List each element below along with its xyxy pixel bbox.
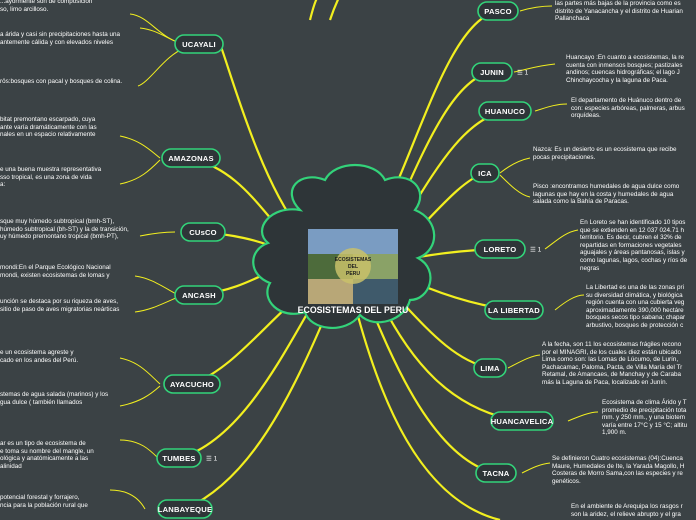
node-label: PASCO [484, 7, 511, 16]
left-nodes: UCAYALI AMAZONAS CUsCO ANCASH AYACUCHO TUMBES… [156, 34, 226, 519]
left-leaf-text-3[interactable]: rös:bosques con pacal y bosques de colin… [0, 78, 123, 85]
node-label: AYACUCHO [170, 380, 214, 389]
right-node-lima[interactable]: LIMA [473, 358, 507, 378]
right-leaf-text-6[interactable]: En Loreto se han identificado 10 tipos q… [580, 219, 688, 272]
node-label: HUANUCO [485, 107, 525, 116]
right-leaf-text-11[interactable]: En el ambiente de Arequipa los rasgos r … [571, 503, 683, 518]
node-shape [484, 300, 544, 320]
right-leaf-text-3[interactable]: El departamento de Huánuco dentro de con… [571, 97, 685, 120]
left-node-lanbayeque[interactable]: LANBAYEQUE [157, 499, 213, 519]
right-node-huanuco[interactable]: HUANUCO [478, 101, 532, 121]
left-node-ancash[interactable]: ANCASH [174, 285, 224, 305]
image-caption-line-2: DEL [348, 264, 358, 270]
right-node-pasco[interactable]: PASCO [477, 1, 519, 21]
node-shape [490, 411, 554, 431]
right-nodes: PASCO JUNIN ☰ 1 HUANUCO ICA LORETO ☰ 1 LA LIBER… [470, 1, 554, 483]
right-node-loreto[interactable]: LORETO ☰ 1 [474, 239, 542, 259]
right-node-ica[interactable]: ICA [470, 163, 500, 183]
left-leaf-text-5[interactable]: e una buena muestra representativa sso t… [0, 166, 102, 189]
left-leaf-text-9[interactable]: e un ecosistema agreste y cado en los an… [0, 349, 79, 364]
right-node-junin[interactable]: JUNIN ☰ 1 [471, 62, 529, 82]
node-label: JUNIN [480, 68, 504, 77]
right-leaf-text-10[interactable]: Se definieron Cuatro ecosistemas (04):Cu… [552, 455, 685, 485]
node-label: LIMA [480, 364, 500, 373]
node-label: ANCASH [182, 291, 216, 300]
central-title: ECOSISTEMAS DEL PERU [298, 305, 409, 315]
list-count-icon[interactable]: ☰ 1 [530, 247, 542, 254]
left-node-cusco[interactable]: CUsCO [180, 222, 226, 242]
list-count-icon[interactable]: ☰ 1 [206, 456, 218, 463]
right-node-tacna[interactable]: TACNA [475, 463, 517, 483]
node-label: HUANCAVELICA [491, 417, 554, 426]
left-leaf-text-10[interactable]: stemas de agua salada (marinos) y los gu… [0, 391, 109, 406]
node-label: TUMBES [162, 454, 195, 463]
node-shape [180, 222, 226, 242]
node-shape [174, 285, 224, 305]
left-leaf-text-1[interactable]: ...ayormente son de composición so, limo… [0, 0, 93, 13]
left-leaf-text-8[interactable]: unción se destaca por su riqueza de aves… [0, 298, 120, 313]
right-leaf-text-4[interactable]: Nazca: Es un desierto es un ecosistema q… [533, 146, 677, 161]
node-label: LA LIBERTAD [488, 306, 540, 315]
right-leaf-text-1[interactable]: las partes más bajas de la provincia com… [555, 0, 683, 23]
image-caption-line-1: ECOSISTEMAS [335, 257, 372, 263]
left-leaf-text-2[interactable]: a árida y casi sin precipitaciones hasta… [0, 31, 121, 46]
node-shape [478, 101, 532, 121]
node-shape [475, 463, 517, 483]
node-shape [157, 499, 213, 519]
left-leaf-text-4[interactable]: bitat premontano escarpado, cuya ante va… [0, 116, 97, 139]
node-label: TACNA [482, 469, 509, 478]
node-label: UCAYALI [182, 40, 216, 49]
left-node-amazonas[interactable]: AMAZONAS [161, 148, 221, 168]
right-leaf-text-8[interactable]: A la fecha, son 11 los ecosistemas frági… [542, 341, 683, 386]
left-node-tumbes[interactable]: TUMBES ☰ 1 [156, 448, 218, 468]
node-shape [471, 62, 513, 82]
left-leaf-text-7[interactable]: mondi:En el Parque Ecológico Nacional mo… [0, 264, 111, 279]
right-leaf-text-2[interactable]: Huancayo :En cuanto a ecosistemas, la re… [566, 54, 684, 84]
right-node-huancavelica[interactable]: HUANCAVELICA [490, 411, 554, 431]
node-label: CUsCO [189, 228, 217, 237]
image-caption-line-3: PERU [346, 271, 360, 277]
node-shape [156, 448, 202, 468]
left-leaf-text-12[interactable]: potencial forestal y forrajero, ncia par… [0, 494, 88, 509]
node-label: AMAZONAS [168, 154, 213, 163]
left-node-ayacucho[interactable]: AYACUCHO [163, 374, 221, 394]
right-node-la-libertad[interactable]: LA LIBERTAD [484, 300, 544, 320]
node-shape [174, 34, 224, 54]
right-leaf-text-7[interactable]: La Libertad es una de las zonas pri su d… [586, 284, 686, 329]
left-node-ucayali[interactable]: UCAYALI [174, 34, 224, 54]
central-image: ECOSISTEMAS DEL PERU [308, 229, 398, 304]
node-shape [474, 239, 526, 259]
node-label: LORETO [484, 245, 517, 254]
node-shape [161, 148, 221, 168]
right-leaf-text-5[interactable]: Pisco :encontramos humedales de agua dul… [533, 183, 680, 206]
left-leaf-text-6[interactable]: sque muy húmedo subtropical (bmh-ST), hú… [0, 218, 129, 241]
left-leaf-text-11[interactable]: ar es un tipo de ecosistema de e toma su… [0, 440, 94, 470]
node-shape [473, 358, 507, 378]
node-shape [477, 1, 519, 21]
node-shape [163, 374, 221, 394]
node-label: ICA [478, 169, 492, 178]
right-leaf-text-9[interactable]: Ecosistema de clima Árido y T promedio d… [602, 399, 688, 437]
list-count-icon[interactable]: ☰ 1 [517, 70, 529, 77]
node-shape [470, 163, 500, 183]
node-label: LANBAYEQUE [158, 505, 212, 514]
